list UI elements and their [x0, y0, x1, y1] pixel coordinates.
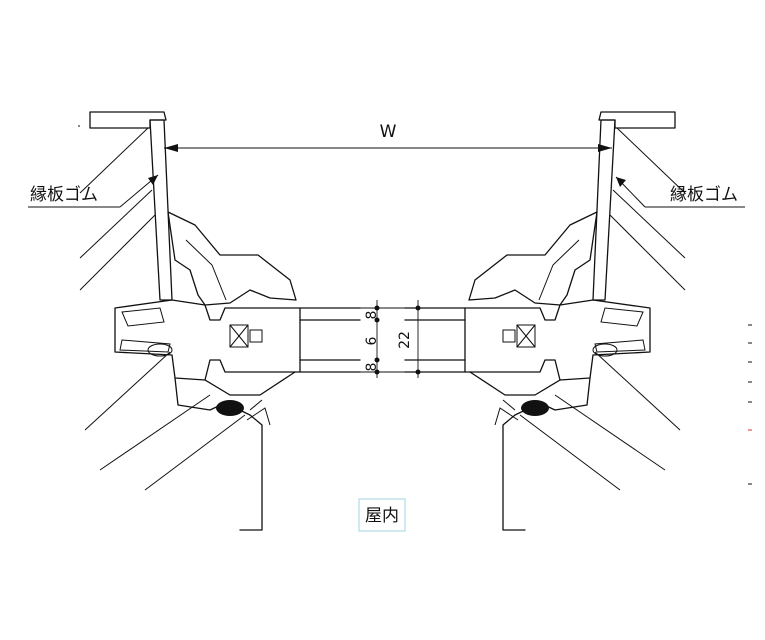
dim-outer-bottom: 8: [364, 363, 380, 372]
gasket-callout-right: 縁板ゴム: [615, 176, 745, 208]
glass-thickness-dimensions: 8 6 8 22: [360, 300, 424, 378]
dim-outer-top: 8: [364, 311, 380, 320]
gasket-label-left: 縁板ゴム: [30, 184, 98, 205]
gasket-callout-left: 縁板ゴム: [28, 174, 159, 208]
dim-total: 22: [397, 331, 413, 349]
interior-label-box: 屋内: [358, 498, 406, 532]
right-frame: [464, 111, 686, 531]
left-frame: [78, 111, 301, 531]
width-dimension: W: [164, 122, 612, 152]
gasket-label-right: 縁板ゴム: [670, 184, 738, 205]
dim-middle: 6: [364, 336, 380, 345]
edge-ticks: [748, 324, 752, 485]
width-dimension-label: W: [380, 122, 397, 142]
insulated-glass: [299, 307, 466, 373]
interior-label: 屋内: [365, 506, 399, 526]
